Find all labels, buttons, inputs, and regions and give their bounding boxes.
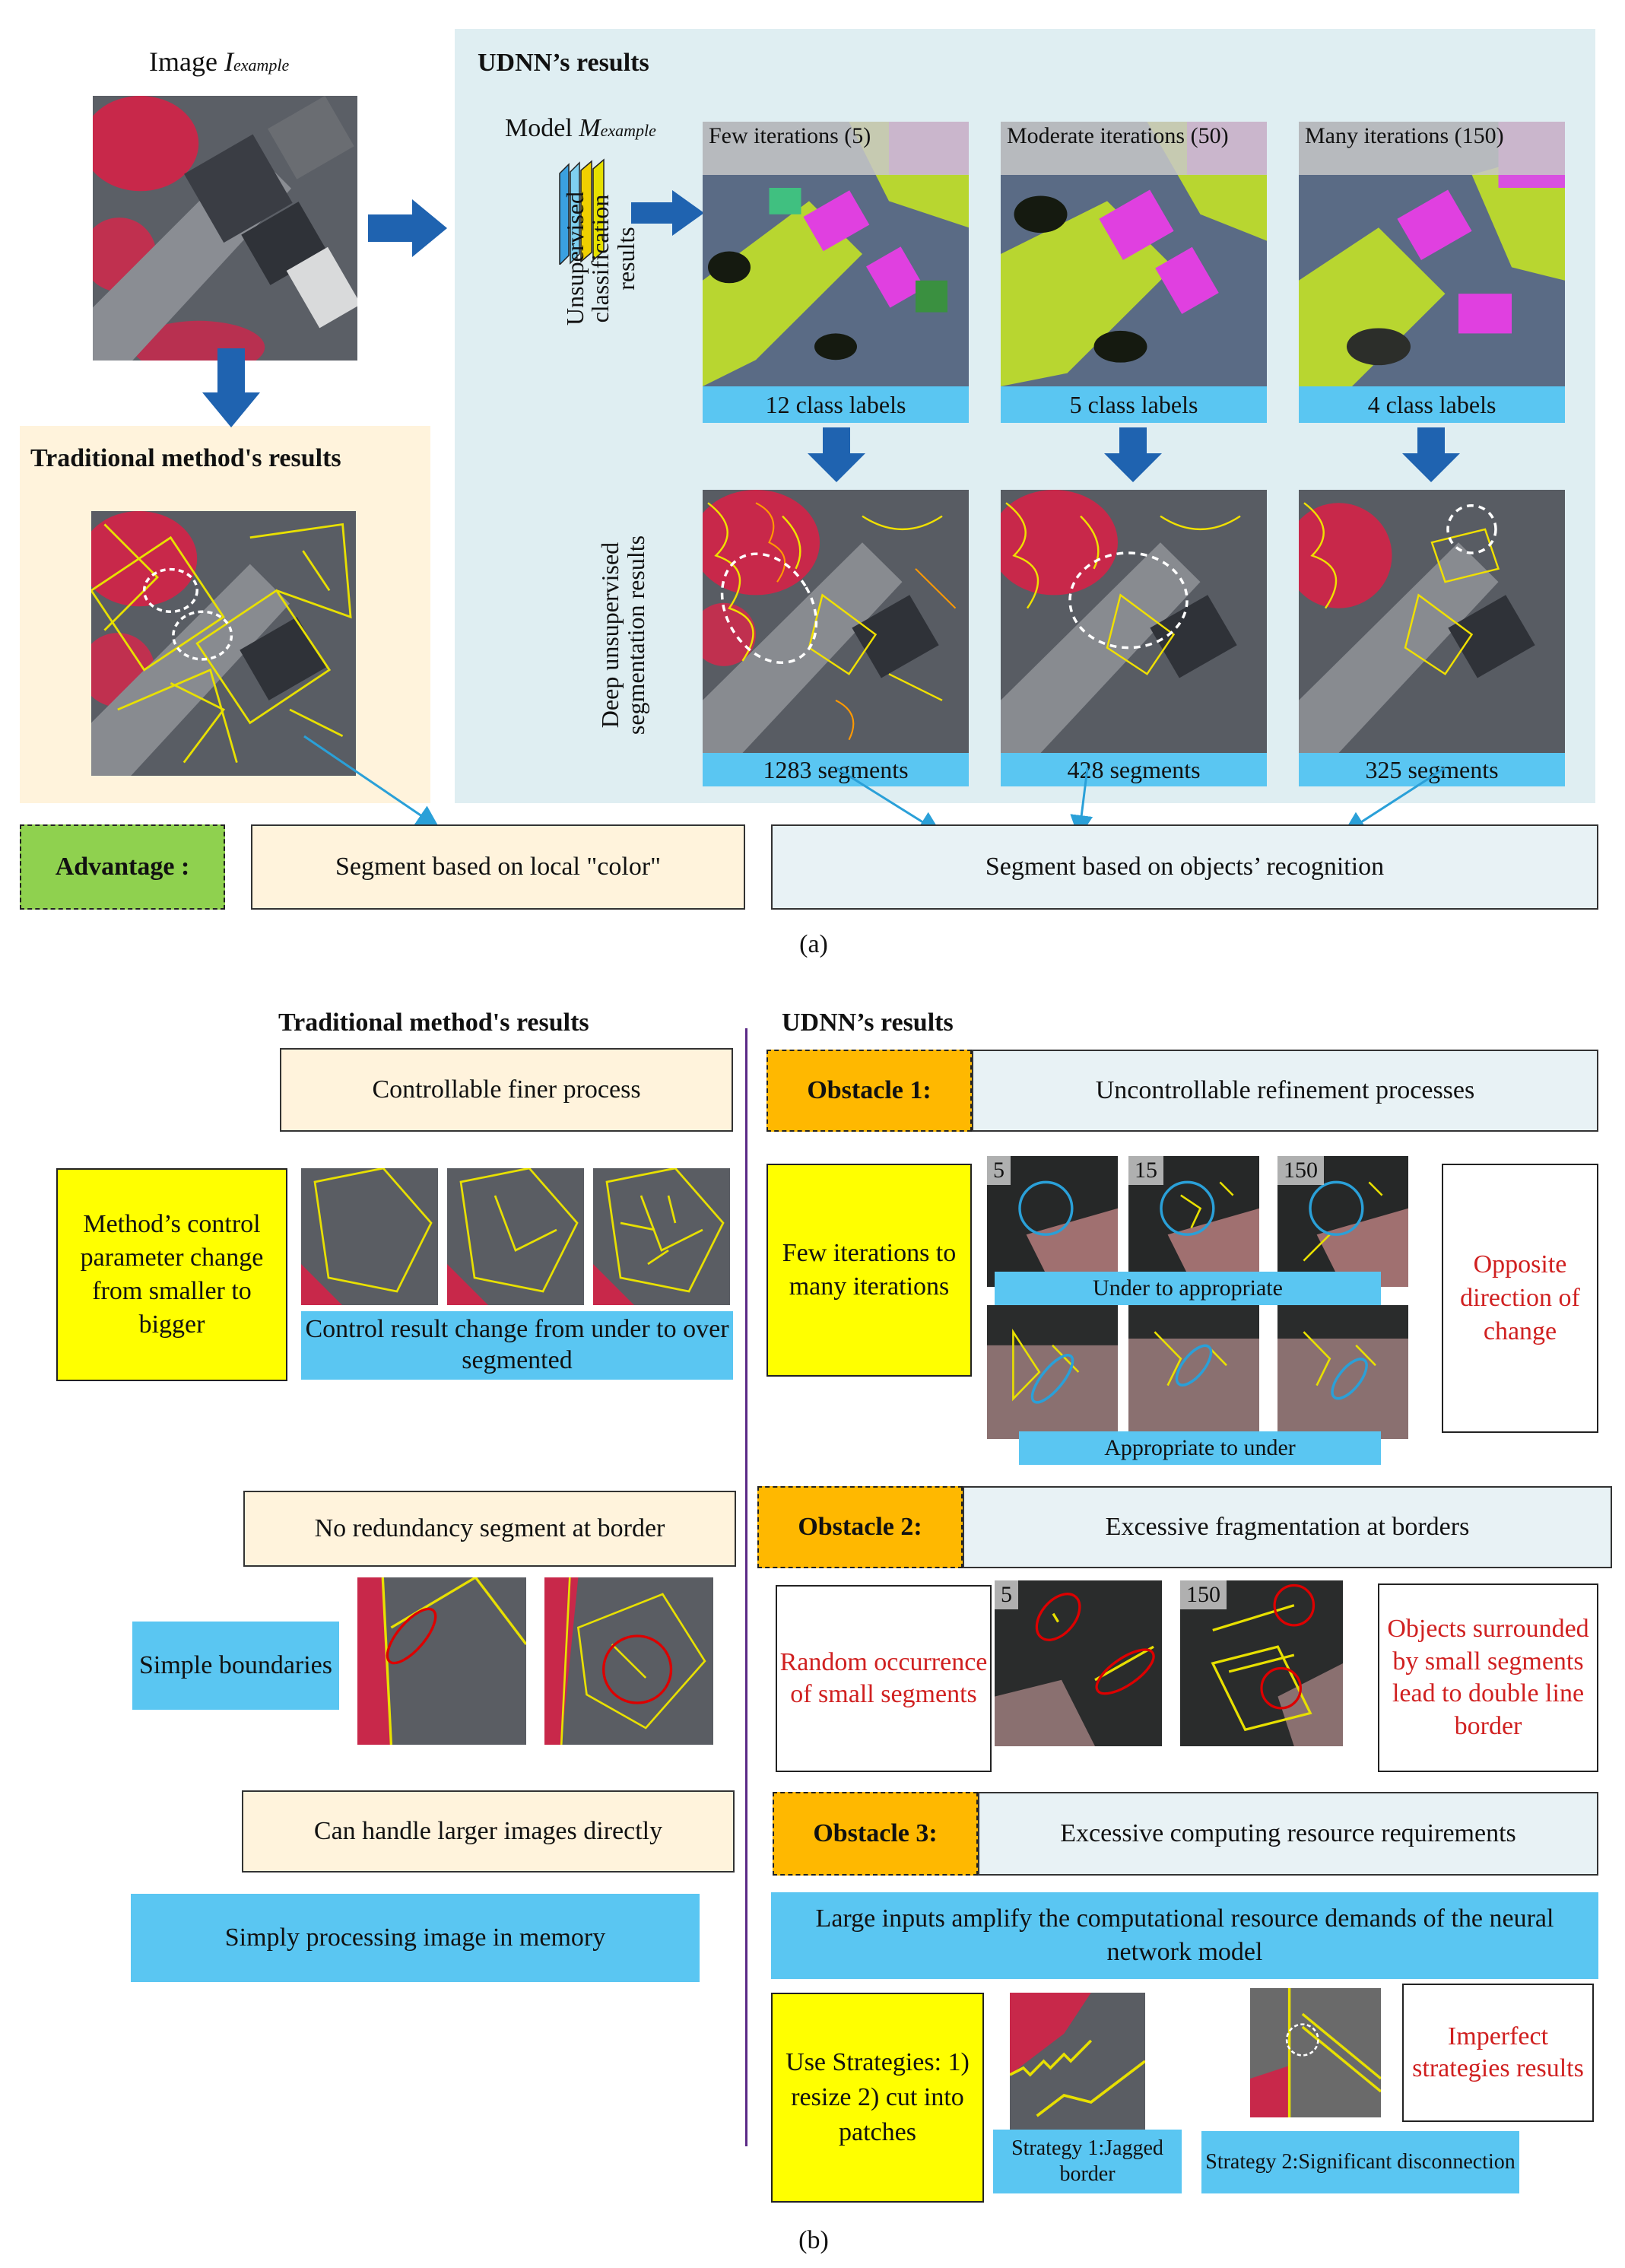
obs1-iter-5: 5 — [987, 1156, 1011, 1185]
obs1-under-to-appropriate: Under to appropriate — [995, 1272, 1381, 1305]
obstacle-2-label: Obstacle 2: — [757, 1486, 963, 1568]
arrow-down-icon — [1402, 427, 1460, 482]
obs2-random-occurrence: Random occurrence of small segments — [776, 1585, 992, 1772]
arrow-right-icon — [631, 190, 704, 236]
obs2-iter-150: 150 — [1180, 1580, 1227, 1609]
obstacle-1-text: Uncontrollable refinement processes — [972, 1050, 1598, 1132]
trad-seg-image-2 — [447, 1168, 584, 1305]
segments-many: 325 segments — [1299, 753, 1565, 786]
column-header-many: Many iterations (150) — [1299, 122, 1565, 175]
obs3-strategies-note: Use Strategies: 1) resize 2) cut into pa… — [771, 1993, 984, 2203]
obs1-iter-150: 150 — [1277, 1156, 1324, 1185]
obs2-image-1: 5 — [995, 1580, 1162, 1746]
obs1-appropriate-to-under: Appropriate to under — [1019, 1431, 1381, 1465]
obs3-strategy2-label: Strategy 2:Significant disconnection — [1201, 2131, 1519, 2193]
traditional-segmentation-image — [91, 511, 356, 776]
connector-lines — [303, 735, 1446, 838]
arrow-down-icon — [1104, 427, 1162, 482]
trad-no-redundancy-box: No redundancy segment at border — [243, 1491, 736, 1567]
classification-image-few: Few iterations (5) — [703, 122, 969, 386]
b-traditional-title: Traditional method's results — [278, 1009, 589, 1037]
segments-moderate: 428 segments — [1001, 753, 1267, 786]
obs3-strategy2-image — [1250, 1988, 1381, 2117]
arrow-down-icon — [808, 427, 865, 482]
class-labels-moderate: 5 class labels — [1001, 386, 1267, 423]
trad-larger-images-box: Can handle larger images directly — [242, 1790, 735, 1873]
obs2-iter-5: 5 — [995, 1580, 1018, 1609]
trad-controllable-box: Controllable finer process — [280, 1048, 733, 1132]
image-label: Image Iexample — [149, 46, 290, 77]
obs2-image-2: 150 — [1180, 1580, 1343, 1746]
obs1-image-bottom-1 — [987, 1305, 1118, 1439]
obs1-iter-15: 15 — [1128, 1156, 1163, 1185]
obstacle-1-label: Obstacle 1: — [766, 1050, 972, 1132]
model-label: Model Mexample — [505, 114, 656, 142]
trad-memory-processing: Simply processing image in memory — [131, 1894, 700, 1982]
advantage-traditional: Segment based on local "color" — [251, 824, 745, 910]
traditional-title: Traditional method's results — [30, 444, 341, 472]
obstacle-3-label: Obstacle 3: — [773, 1792, 978, 1876]
vertical-divider — [745, 1028, 747, 2146]
arrow-down-icon — [202, 348, 260, 427]
trad-border-image-1 — [357, 1577, 526, 1745]
obs3-strategy1-image — [1010, 1993, 1145, 2130]
classification-image-moderate: Moderate iterations (50) — [1001, 122, 1267, 386]
obs1-opposite-direction: Opposite direction of change — [1442, 1164, 1598, 1433]
obs3-imperfect-results: Imperfect strategies results — [1402, 1984, 1594, 2122]
neural-network-model-icon — [559, 158, 605, 265]
class-labels-few: 12 class labels — [703, 386, 969, 423]
trad-control-result: Control result change from under to over… — [301, 1311, 733, 1380]
segmentation-image-many — [1299, 490, 1565, 753]
obs1-image-bottom-3 — [1277, 1305, 1408, 1439]
trad-simple-boundaries: Simple boundaries — [132, 1622, 339, 1710]
obs1-image-top-3: 150 — [1277, 1156, 1408, 1287]
trad-seg-image-3 — [593, 1168, 730, 1305]
caption-b: (b) — [798, 2226, 829, 2254]
trad-seg-image-1 — [301, 1168, 438, 1305]
column-header-moderate: Moderate iterations (50) — [1001, 122, 1267, 175]
obstacle-3-text: Excessive computing resource requirement… — [978, 1792, 1598, 1876]
column-header-few: Few iterations (5) — [703, 122, 969, 175]
b-udnn-title: UDNN’s results — [782, 1009, 954, 1037]
advantage-udnn: Segment based on objects’ recognition — [771, 824, 1598, 910]
udnn-title: UDNN’s results — [478, 49, 649, 77]
obs3-large-inputs: Large inputs amplify the computational r… — [771, 1892, 1598, 1979]
obs1-image-top-2: 15 — [1128, 1156, 1259, 1287]
advantage-label: Advantage : — [20, 824, 225, 910]
obstacle-1-iterations-note: Few iterations to many iterations — [766, 1164, 972, 1377]
segments-few: 1283 segments — [703, 753, 969, 786]
segmentation-image-few — [703, 490, 969, 753]
class-labels-many: 4 class labels — [1299, 386, 1565, 423]
obs2-objects-surrounded: Objects surrounded by small segments lea… — [1378, 1583, 1598, 1772]
obstacle-2-text: Excessive fragmentation at borders — [963, 1486, 1612, 1568]
trad-parameter-note: Method’s control parameter change from s… — [56, 1168, 287, 1381]
input-image — [93, 96, 357, 361]
segmentation-image-moderate — [1001, 490, 1267, 753]
obs1-image-top-1: 5 — [987, 1156, 1118, 1287]
classification-image-many: Many iterations (150) — [1299, 122, 1565, 386]
obs3-strategy1-label: Strategy 1:Jagged border — [993, 2130, 1182, 2193]
obs1-image-bottom-2 — [1128, 1305, 1259, 1439]
trad-border-image-2 — [544, 1577, 713, 1745]
arrow-right-icon — [368, 199, 447, 257]
caption-a: (a) — [799, 930, 828, 958]
